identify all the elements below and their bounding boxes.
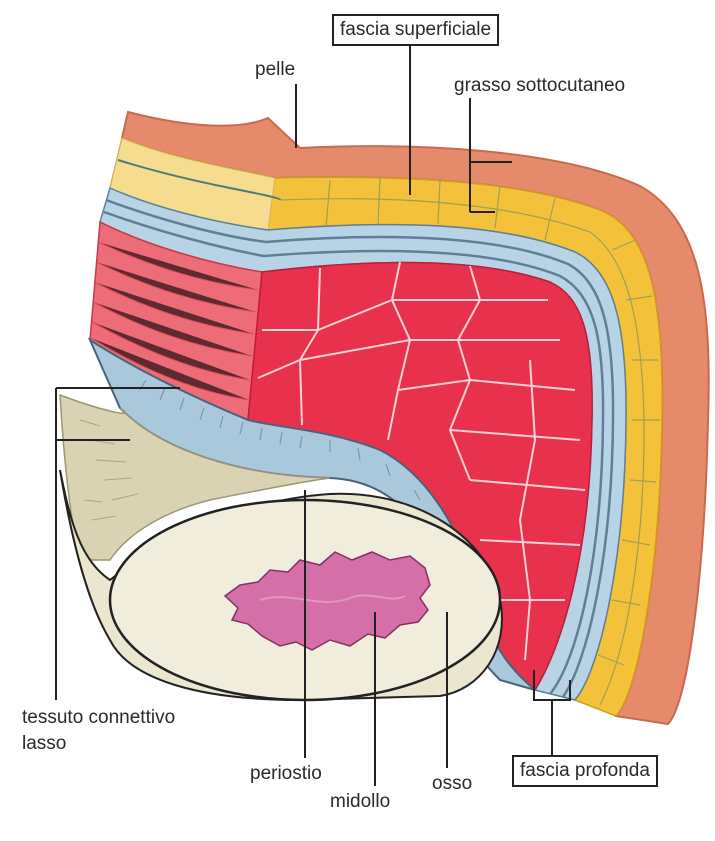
label-fascia-superficiale: fascia superficiale — [332, 14, 499, 46]
label-pelle: pelle — [255, 58, 295, 82]
label-tessuto-connettivo-line1: tessuto connettivo — [22, 706, 175, 730]
label-grasso-sottocutaneo: grasso sottocutaneo — [454, 74, 625, 98]
label-fascia-profonda: fascia profonda — [512, 755, 658, 787]
label-osso: osso — [432, 772, 472, 796]
label-midollo: midollo — [330, 790, 390, 814]
label-tessuto-connettivo-line2: lasso — [22, 732, 66, 756]
label-periostio: periostio — [250, 762, 322, 786]
